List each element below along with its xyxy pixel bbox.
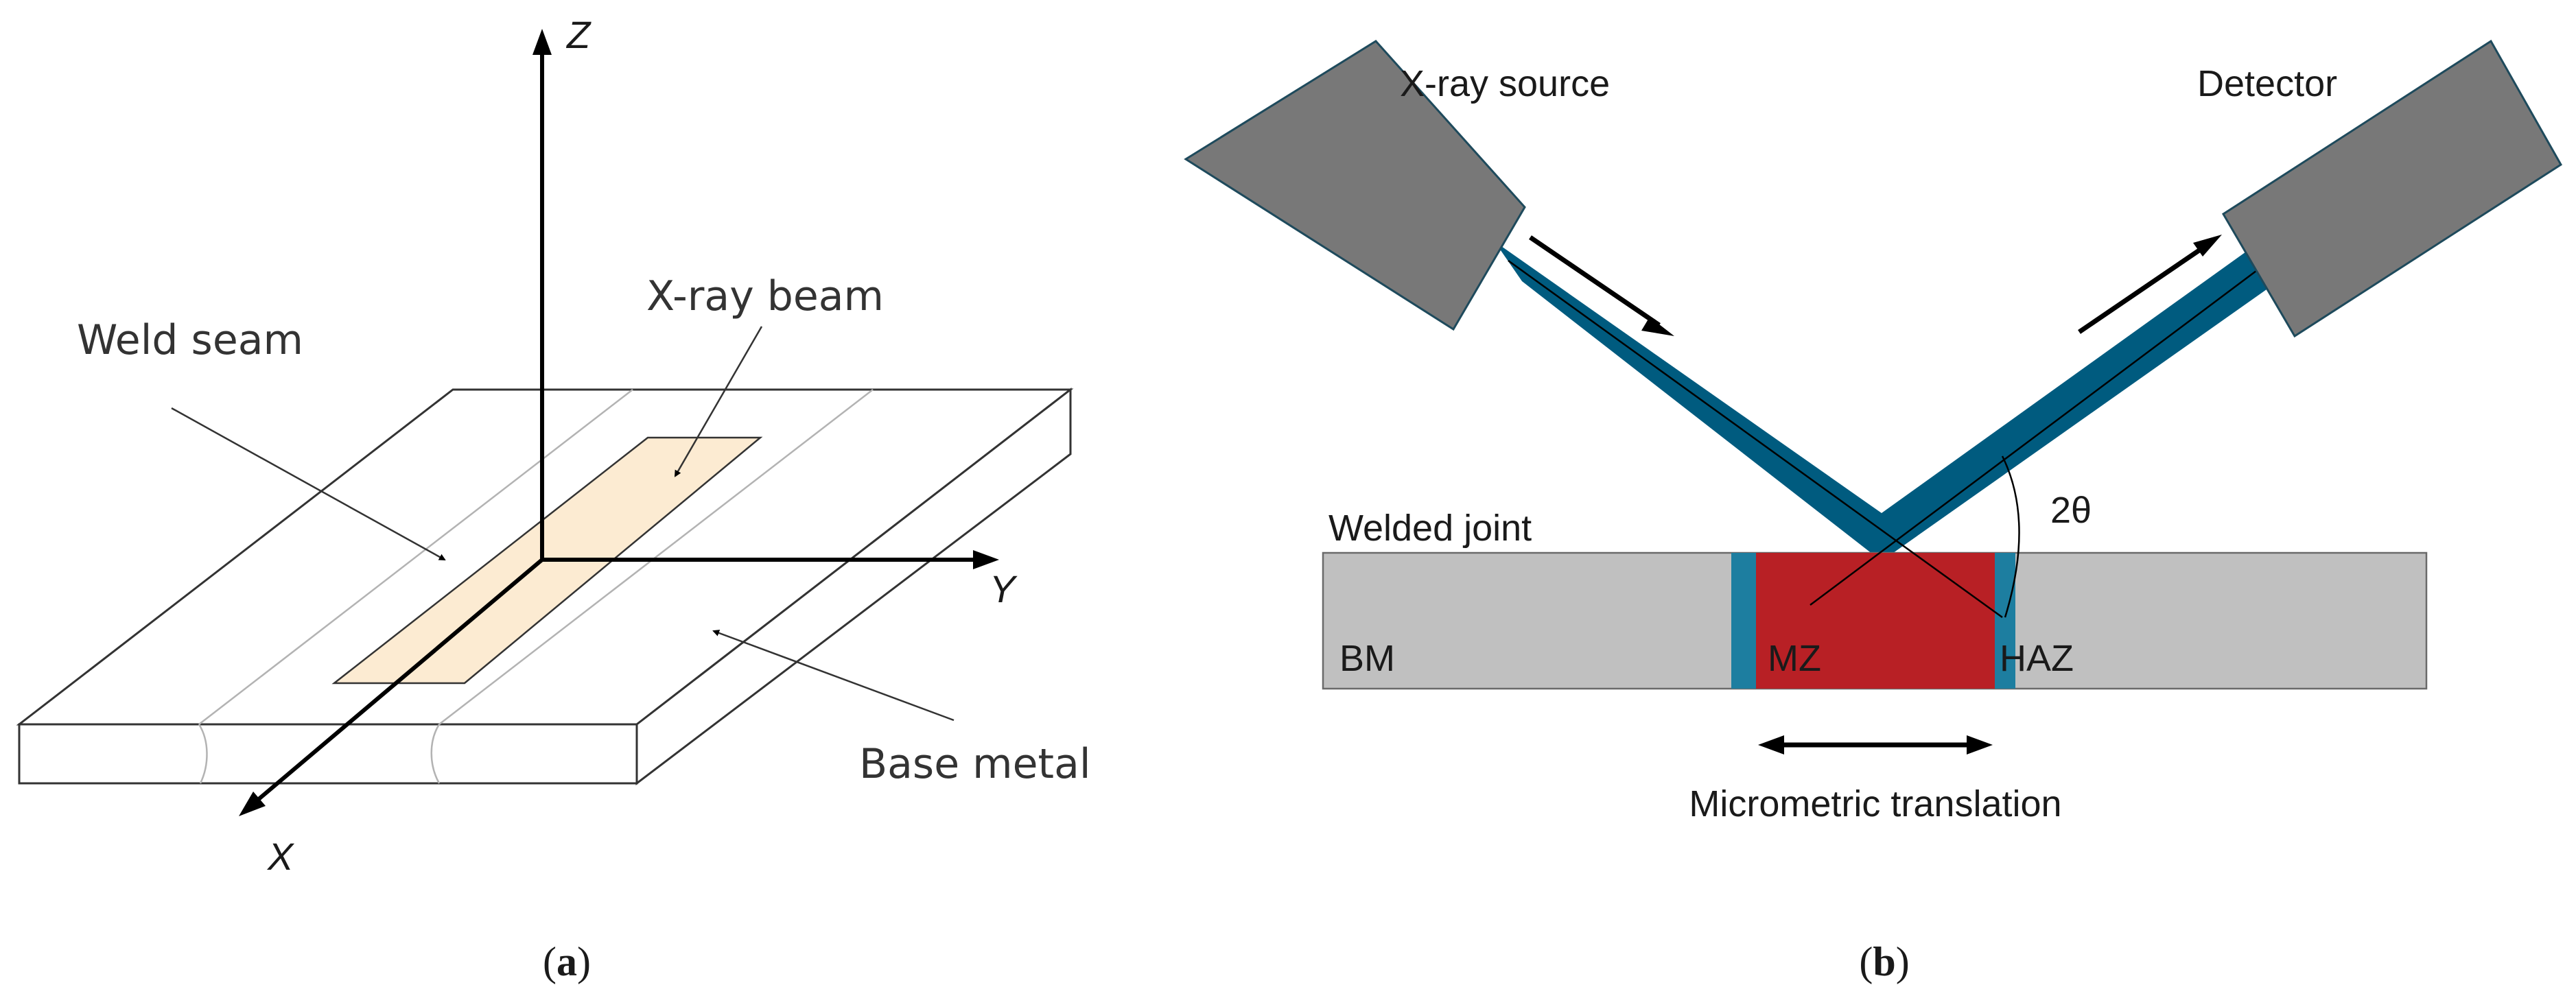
label-mz: MZ bbox=[1768, 638, 1821, 679]
melted-zone bbox=[1756, 553, 1995, 689]
incident-beam bbox=[1495, 241, 1882, 561]
label-bm: BM bbox=[1339, 638, 1395, 679]
panel-b: X-ray source Detector Welded joint 2θ BM… bbox=[1184, 39, 2563, 984]
label-haz: HAZ bbox=[2000, 638, 2074, 679]
caption-a: (a) bbox=[543, 939, 591, 984]
axis-label-z: Z bbox=[565, 13, 592, 56]
label-base-metal: Base metal bbox=[859, 740, 1091, 788]
seam-boundary-lines bbox=[198, 389, 874, 784]
label-two-theta: 2θ bbox=[2050, 490, 2092, 531]
caption-b: (b) bbox=[1859, 939, 1909, 984]
panel-a: Z Y X Weld seam X-ray beam Base metal (a… bbox=[16, 13, 1091, 984]
label-xray-beam: X-ray beam bbox=[646, 272, 884, 320]
label-micrometric-translation: Micrometric translation bbox=[1689, 783, 2061, 824]
travel-arrowheads bbox=[1641, 235, 2222, 755]
label-weld-seam: Weld seam bbox=[77, 316, 303, 364]
detector-box bbox=[2221, 39, 2563, 338]
haz-left bbox=[1731, 553, 1756, 689]
label-xray-source: X-ray source bbox=[1400, 63, 1610, 104]
axis-label-y: Y bbox=[990, 567, 1018, 610]
leader-lines-a bbox=[171, 326, 955, 722]
plate-front-face bbox=[18, 723, 638, 785]
beam-center-lines bbox=[1508, 259, 2271, 619]
haz-right bbox=[1995, 553, 2015, 689]
xray-source-box bbox=[1184, 40, 1526, 331]
label-welded-joint: Welded joint bbox=[1328, 508, 1532, 549]
coordinate-axes bbox=[248, 43, 987, 809]
diffracted-beam bbox=[1882, 241, 2278, 561]
two-theta-arc bbox=[2001, 455, 2020, 618]
axis-arrowheads bbox=[239, 29, 999, 816]
label-detector: Detector bbox=[2197, 63, 2337, 104]
plate-side-face bbox=[635, 387, 1072, 786]
travel-arrows bbox=[1529, 235, 2210, 748]
axis-label-x: X bbox=[266, 835, 295, 878]
